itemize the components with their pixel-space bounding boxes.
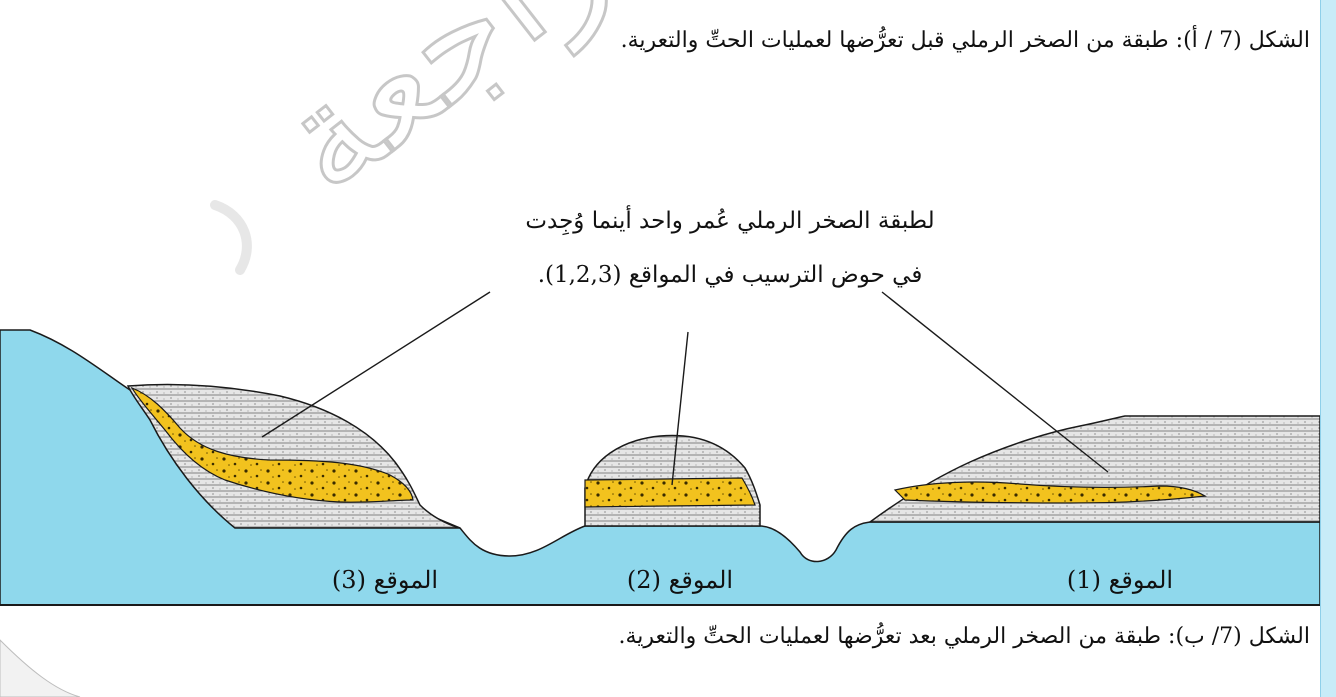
site-label-1: الموقع (1) xyxy=(1067,566,1173,594)
sandstone-site-2 xyxy=(584,477,756,508)
figure-caption-top: الشكل (7 / أ): طبقة من الصخر الرملي قبل … xyxy=(620,28,1310,53)
pointer-line-site-3 xyxy=(261,291,491,438)
watermark: مراجعة xyxy=(210,0,709,275)
page-curl xyxy=(0,639,81,697)
site-label-3: الموقع (3) xyxy=(332,566,438,594)
annotation-line-1: لطبقة الصخر الرملي عُمر واحد أينما وُجِد… xyxy=(525,208,935,234)
site-label-2: الموقع (2) xyxy=(627,566,733,594)
water-basin xyxy=(0,329,1320,606)
sandstone-site-1 xyxy=(893,481,1207,504)
page-edge-strip xyxy=(1320,0,1336,697)
watermark-stroke xyxy=(210,200,252,275)
watermark-text: مراجعة xyxy=(245,0,708,229)
annotation-line-2: في حوض الترسيب في المواقع (1,2,3). xyxy=(537,262,923,288)
figure-caption-bottom: الشكل (7/ ب): طبقة من الصخر الرملي بعد ت… xyxy=(618,624,1311,649)
hill-site-1 xyxy=(867,415,1320,523)
pointer-line-site-1 xyxy=(881,291,1109,473)
pointer-line-site-2 xyxy=(671,331,689,486)
sandstone-site-3 xyxy=(130,386,414,503)
